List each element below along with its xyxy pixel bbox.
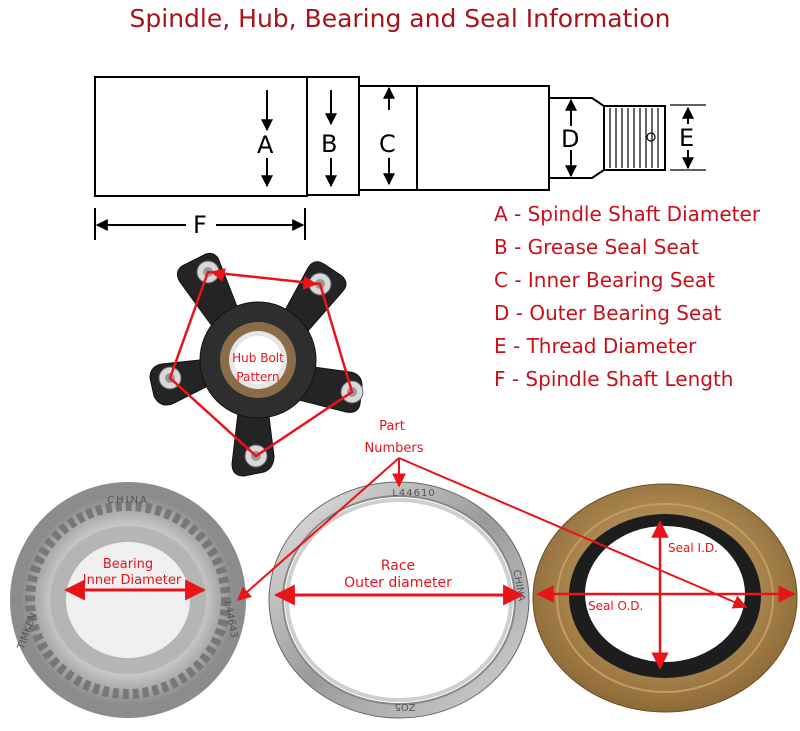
spindle-drawing [94, 76, 706, 197]
bolt-pattern-outline [168, 270, 354, 458]
seal-id-label: Seal I.D. [668, 541, 718, 555]
part-numbers-callout [236, 457, 748, 609]
letter-c: C [379, 130, 396, 158]
legend-item-e: E - Thread Diameter [494, 334, 697, 358]
legend-item-b: B - Grease Seal Seat [494, 235, 699, 259]
race-label-line1: Race [381, 558, 415, 574]
legend-item-a: A - Spindle Shaft Diameter [494, 202, 761, 226]
hub-label-line2: Pattern [236, 370, 279, 384]
race-drawing: L44610 CHINA ZO5 Race Outer diameter [268, 481, 530, 719]
thread-hatch [609, 108, 659, 168]
bearing-drawing: CHINA L44643 TIMKEN Bearing Inner Diamet… [10, 482, 246, 718]
letter-e: E [679, 124, 694, 152]
hub-label-line1: Hub Bolt [232, 351, 284, 365]
hub-drawing: Hub Bolt Pattern [149, 252, 364, 477]
part-numbers-line1: Part [379, 419, 405, 434]
letter-b: B [321, 130, 337, 158]
part-numbers-line2: Numbers [365, 441, 424, 456]
legend-item-d: D - Outer Bearing Seat [494, 301, 722, 325]
bearing-label-line2: Inner Diameter [83, 573, 182, 588]
letter-f: F [193, 211, 207, 239]
dimension-legend: A - Spindle Shaft Diameter B - Grease Se… [494, 198, 760, 396]
race-stamp-code: ZO5 [394, 701, 415, 712]
seal-od-label: Seal O.D. [588, 599, 643, 613]
bearing-label-line1: Bearing [103, 557, 153, 572]
race-label-line2: Outer diameter [344, 575, 452, 591]
letter-d: D [561, 125, 579, 153]
dimension-arrows [94, 86, 694, 240]
page-title: Spindle, Hub, Bearing and Seal Informati… [129, 4, 671, 33]
race-stamp-number: L44610 [392, 488, 435, 499]
bearing-stamp-china: CHINA [107, 495, 149, 506]
seal-drawing: Seal I.D. Seal O.D. [532, 483, 798, 713]
legend-item-f: F - Spindle Shaft Length [494, 367, 734, 391]
legend-item-c: C - Inner Bearing Seat [494, 268, 715, 292]
spindle-letters: A B C D E F [193, 124, 694, 239]
letter-a: A [257, 131, 274, 159]
